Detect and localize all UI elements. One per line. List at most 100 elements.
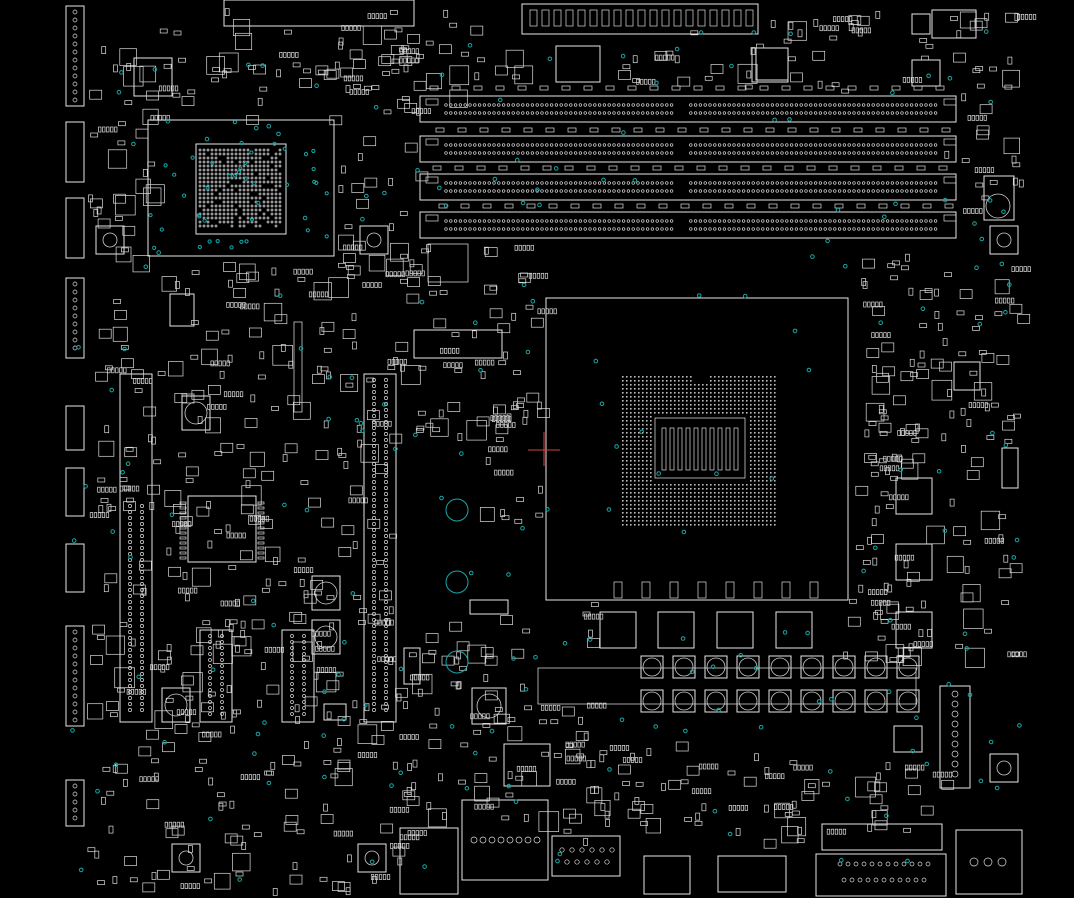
socket-pin — [774, 480, 776, 482]
dimm-pin — [794, 219, 799, 223]
dimm-pin — [751, 143, 755, 147]
smd-pad — [917, 362, 926, 368]
resistor-array-pad — [1027, 266, 1031, 272]
mosfet — [704, 689, 728, 713]
smd-component — [486, 797, 500, 808]
dimm-pin — [876, 103, 880, 107]
resistor-array-pad — [444, 347, 448, 354]
socket-pin — [622, 500, 624, 502]
dimm-pin — [525, 143, 530, 147]
smd-component — [998, 568, 1012, 579]
smd-pad — [417, 410, 426, 416]
smd-pad — [746, 203, 756, 209]
socket-pin — [622, 412, 624, 414]
socket-pin — [726, 516, 728, 518]
header-pin — [384, 480, 388, 484]
smd-component — [299, 78, 312, 88]
smd-pad — [514, 518, 523, 524]
smd-pad — [173, 30, 182, 36]
socket-pin — [774, 416, 776, 418]
smd-component — [315, 65, 329, 76]
dimm-pin — [559, 143, 563, 147]
socket-pin — [746, 500, 748, 502]
smd-pad — [869, 85, 879, 91]
socket-pin — [622, 524, 624, 526]
socket-pin — [666, 384, 668, 386]
smd-pad — [356, 424, 362, 433]
header-pin — [72, 25, 78, 31]
dimm-pin — [602, 227, 607, 231]
resistor-array-pad — [315, 630, 319, 637]
lan-controller — [503, 743, 551, 787]
resistor-array-pad — [234, 302, 238, 308]
bga-ball — [202, 156, 206, 160]
socket-pin — [746, 496, 748, 498]
dimm-pin — [545, 111, 549, 115]
dimm-pin — [564, 143, 568, 147]
dimm-pin — [933, 103, 938, 107]
socket-pin — [666, 512, 668, 514]
dimm-pin — [885, 143, 890, 147]
socket-pin — [698, 488, 700, 490]
smd-pad — [690, 30, 699, 36]
bga-ball — [222, 152, 226, 156]
dimm-pin — [689, 151, 693, 155]
smd-pad — [890, 275, 898, 281]
smd-pad — [614, 203, 624, 209]
port-pin — [841, 877, 847, 883]
dimm-pin — [669, 189, 674, 193]
socket-pin — [678, 524, 680, 526]
socket-pin — [658, 516, 660, 518]
resistor-array-pad — [415, 48, 419, 55]
resistor-array-pad — [411, 57, 415, 64]
socket-pin — [642, 472, 644, 474]
dimm-pin — [780, 103, 784, 107]
dimm-pin — [818, 103, 823, 107]
socket-pin — [706, 508, 708, 510]
header-pin — [384, 696, 388, 700]
smd-pad — [108, 825, 114, 834]
dimm-pin — [885, 111, 890, 115]
dimm-pin — [900, 227, 904, 231]
smd-pad — [1004, 438, 1013, 444]
resistor-array-pad — [871, 332, 875, 338]
dimm-pin — [713, 189, 717, 193]
dimm-pin — [607, 143, 611, 147]
socket-pin — [750, 468, 752, 470]
socket-pin — [746, 484, 748, 486]
dimm-pin — [751, 151, 755, 155]
socket-pin — [626, 496, 628, 498]
smd-pad — [871, 810, 877, 819]
dimm-pin — [732, 151, 736, 155]
socket-pin — [750, 448, 752, 450]
smd-component — [347, 265, 361, 276]
smd-pad — [539, 719, 547, 725]
smd-pad — [473, 85, 483, 91]
resistor-array-pad — [380, 420, 384, 427]
via — [272, 141, 277, 146]
resistor-array-pad — [887, 599, 891, 606]
socket-pin — [670, 524, 672, 526]
dimm-pin — [737, 227, 741, 231]
resistor-array-pad — [1011, 297, 1015, 304]
resistor-array-pad — [343, 75, 348, 82]
socket-pin — [630, 428, 632, 430]
smd-pad — [317, 641, 323, 649]
header-pin — [384, 522, 388, 526]
socket-pin — [758, 392, 760, 394]
socket-pin — [662, 496, 664, 498]
smd-component — [912, 453, 926, 464]
dimm-pin — [453, 103, 458, 107]
smd-pad — [522, 416, 528, 425]
socket-pin — [654, 380, 656, 382]
socket-pin — [730, 524, 732, 526]
via — [304, 507, 310, 513]
smd-component — [897, 647, 911, 658]
dimm-pin — [588, 219, 592, 223]
smd-pad — [504, 203, 514, 209]
dimm-pin — [861, 181, 866, 185]
resistor-array-pad — [971, 115, 975, 121]
bga-ball — [262, 148, 266, 152]
socket-pin — [762, 424, 764, 426]
